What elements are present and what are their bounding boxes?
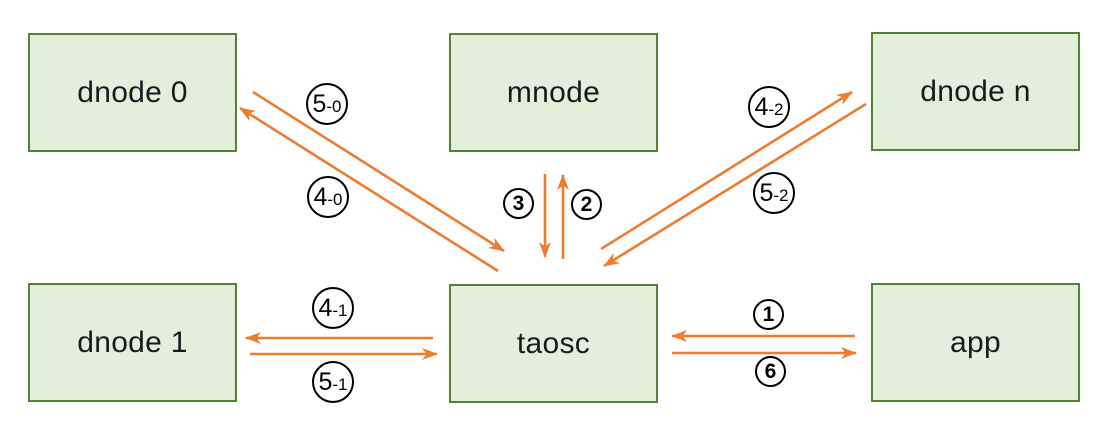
edge-label-5-0: 5-0 — [306, 83, 348, 125]
node-label: mnode — [506, 75, 601, 109]
edge-label-4-2: 4-2 — [748, 86, 790, 128]
node-label: dnode n — [920, 74, 1031, 108]
edge-label-4-1: 4-1 — [312, 287, 354, 329]
node-label: dnode 0 — [77, 75, 188, 109]
edge-label-main: 3 — [512, 192, 525, 215]
node-label: app — [950, 325, 1001, 359]
node-dnoden: dnode n — [871, 32, 1080, 151]
edge-label-5-1: 5-1 — [312, 361, 354, 403]
node-dnode1: dnode 1 — [28, 283, 237, 402]
edge-label-2: 2 — [571, 189, 602, 220]
edge-label-main: 4 — [313, 182, 328, 211]
edge-label-main: 5 — [759, 178, 774, 207]
edge-label-suffix: -0 — [326, 96, 342, 116]
arrow-4-0-line — [239, 106, 499, 273]
edge-label-4-0: 4-0 — [307, 176, 349, 218]
edge-label-main: 5 — [312, 89, 327, 118]
edge-label-main: 1 — [762, 303, 775, 326]
node-mnode: mnode — [449, 33, 658, 152]
edge-label-6: 6 — [755, 356, 786, 387]
edge-label-main: 4 — [754, 92, 769, 121]
edge-label-main: 2 — [580, 193, 593, 216]
arrow-5-2-line — [603, 102, 867, 268]
node-app: app — [871, 283, 1080, 402]
edge-label-suffix: -2 — [768, 99, 784, 119]
node-label: taosc — [516, 326, 591, 360]
arrow-5-0-line — [252, 90, 505, 253]
arrow-4-2-line — [600, 90, 853, 251]
edge-label-1: 1 — [753, 299, 784, 330]
edge-label-suffix: -2 — [773, 185, 789, 205]
edge-label-main: 4 — [318, 293, 333, 322]
edge-label-3: 3 — [503, 188, 534, 219]
edge-label-5-2: 5-2 — [753, 172, 795, 214]
edge-label-suffix: -1 — [332, 374, 348, 394]
edge-label-suffix: -0 — [327, 189, 343, 209]
edge-label-suffix: -1 — [332, 300, 348, 320]
edge-label-main: 5 — [318, 367, 333, 396]
edge-label-main: 6 — [764, 360, 777, 383]
node-label: dnode 1 — [77, 325, 188, 359]
node-taosc: taosc — [449, 284, 658, 403]
node-dnode0: dnode 0 — [28, 33, 237, 152]
